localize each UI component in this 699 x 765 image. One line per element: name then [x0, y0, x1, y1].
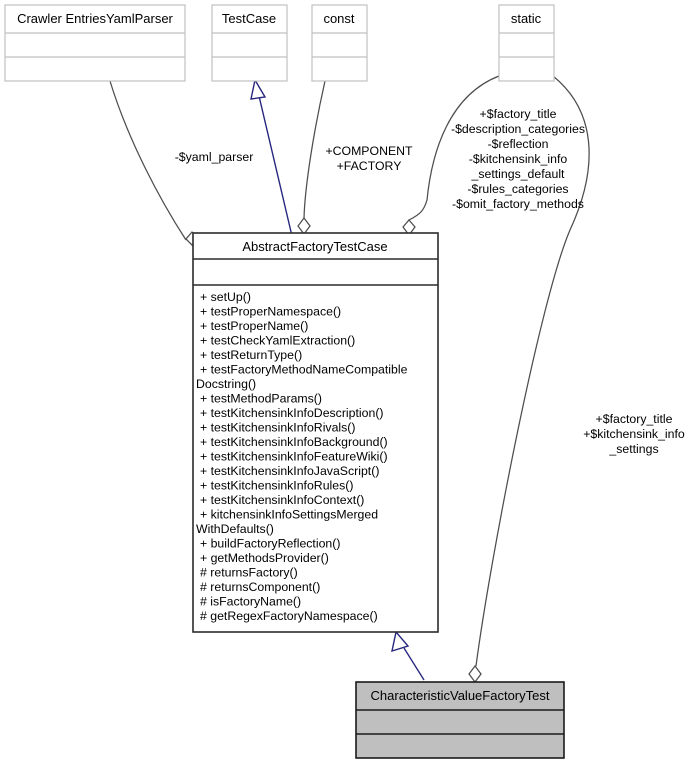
class-method: Docstring()	[196, 377, 256, 391]
class-method: + testKitchensinkInfoBackground()	[200, 435, 388, 449]
class-box-characteristic-value-factory-test[interactable]: CharacteristicValueFactoryTest	[355, 681, 565, 759]
class-method: + getMethodsProvider()	[200, 551, 329, 565]
edge-label-line: _settings_default	[471, 167, 566, 181]
edge-label-line: +$factory_title	[480, 107, 557, 121]
class-title: const	[323, 11, 354, 26]
edge-label-yaml-parser: -$yaml_parser	[175, 150, 254, 164]
edge-label-static-members-characteristic: +$factory_title +$kitchensink_info _sett…	[583, 412, 685, 456]
class-box-const[interactable]: const	[311, 4, 368, 82]
edge-testcase-inheritance-line	[258, 95, 293, 237]
edge-label-line: -$reflection	[488, 137, 549, 151]
inheritance-triangle-icon	[391, 630, 410, 653]
class-box-frame	[498, 4, 555, 82]
edge-label-line: +COMPONENT	[325, 144, 413, 158]
class-box-frame	[355, 681, 565, 759]
class-method: + testKitchensinkInfoJavaScript()	[200, 464, 379, 478]
inheritance-triangle-icon	[250, 78, 267, 100]
class-box-test-case[interactable]: TestCase	[211, 4, 288, 82]
class-title: AbstractFactoryTestCase	[242, 239, 387, 254]
edge-yaml-parser-line	[109, 80, 187, 241]
edge-label-line: +$factory_title	[596, 412, 673, 426]
class-method: + testMethodParams()	[200, 392, 322, 406]
edge-label-static-members-abstract: +$factory_title -$description_categories…	[451, 107, 585, 211]
edge-characteristic-inheritance-line	[403, 647, 425, 681]
class-box-frame	[192, 232, 439, 633]
aggregation-diamond-icon	[468, 664, 482, 684]
edge-static-members-abstract-line	[408, 75, 500, 221]
class-method: + testKitchensinkInfoDescription()	[200, 406, 384, 420]
edge-label-line: +$kitchensink_info	[583, 427, 685, 441]
edge-label-line: -$description_categories	[451, 122, 585, 136]
class-method: + testProperName()	[200, 319, 308, 333]
class-method: + testCheckYamlExtraction()	[200, 334, 355, 348]
class-title: static	[511, 11, 542, 26]
edge-label-line: +FACTORY	[337, 159, 402, 173]
class-title: TestCase	[222, 11, 276, 26]
aggregation-diamond-icon	[297, 216, 311, 236]
class-method: + buildFactoryReflection()	[200, 537, 340, 551]
class-method: + kitchensinkInfoSettingsMerged	[200, 508, 378, 522]
class-box-static[interactable]: static	[498, 4, 555, 82]
edge-label-line: -$omit_factory_methods	[452, 197, 584, 211]
edge-static-members-characteristic-line	[475, 75, 590, 667]
class-method: WithDefaults()	[196, 522, 274, 536]
edge-label-line: -$yaml_parser	[175, 150, 254, 164]
edge-characteristic-inheritance[interactable]	[391, 630, 425, 681]
class-methods-list: + setUp() + testProperNamespace() + test…	[196, 290, 408, 623]
class-box-crawler-entries-yaml-parser[interactable]: Crawler EntriesYamlParser	[4, 4, 186, 82]
class-title: Crawler EntriesYamlParser	[17, 11, 173, 26]
edge-label-line: -$kitchensink_info	[469, 152, 568, 166]
edge-label-line: -$rules_categories	[467, 182, 568, 196]
class-box-frame	[311, 4, 368, 82]
class-method: + setUp()	[200, 290, 251, 304]
class-method: + testProperNamespace()	[200, 305, 341, 319]
edge-label-line: _settings	[608, 442, 658, 456]
class-method: # returnsFactory()	[200, 566, 298, 580]
class-box-frame	[211, 4, 288, 82]
class-method: + testKitchensinkInfoContext()	[200, 493, 364, 507]
class-box-abstract-factory-test-case[interactable]: AbstractFactoryTestCase + setUp() + test…	[192, 232, 439, 633]
class-method: + testKitchensinkInfoRules()	[200, 479, 353, 493]
class-method: + testKitchensinkInfoRivals()	[200, 421, 355, 435]
class-method: # isFactoryName()	[200, 595, 301, 609]
edge-static-members-characteristic[interactable]	[468, 75, 590, 684]
edge-const-members-line	[303, 80, 326, 219]
class-method: # getRegexFactoryNamespace()	[200, 609, 378, 623]
class-method: + testFactoryMethodNameCompatible	[200, 363, 408, 377]
class-method: + testReturnType()	[200, 348, 302, 362]
class-method: + testKitchensinkInfoFeatureWiki()	[200, 450, 388, 464]
class-method: # returnsComponent()	[200, 580, 320, 594]
edge-label-const-members: +COMPONENT +FACTORY	[325, 144, 413, 173]
class-box-frame	[4, 4, 186, 82]
class-title: CharacteristicValueFactoryTest	[371, 688, 550, 703]
edge-const-members[interactable]	[297, 80, 326, 236]
edge-testcase-inheritance[interactable]	[250, 78, 293, 237]
